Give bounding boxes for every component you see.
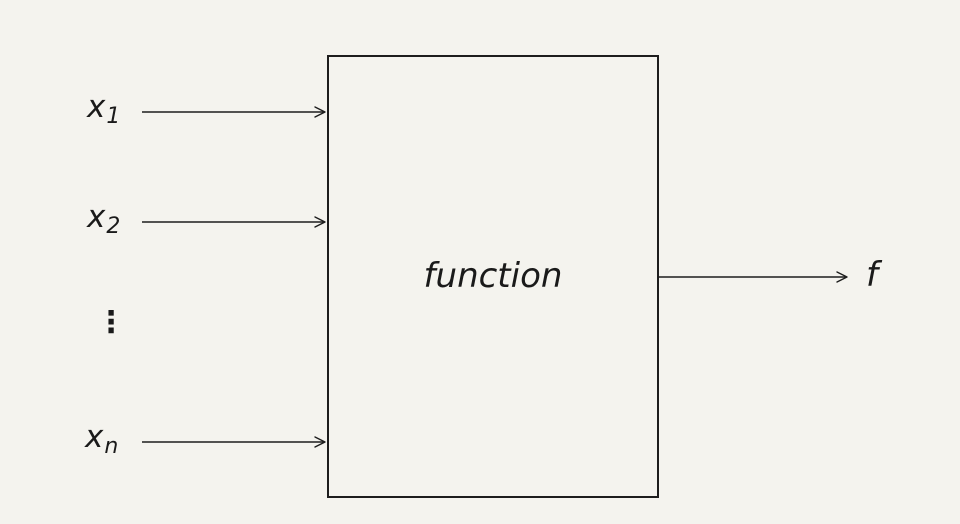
input-label-x2: x2: [87, 199, 120, 238]
input-label-x1-base: x: [87, 89, 106, 125]
input-label-xn-base: x: [85, 419, 104, 455]
function-box-label: function: [423, 256, 563, 296]
input-label-x1-sub: 1: [106, 104, 121, 129]
output-label-f: f: [866, 255, 878, 295]
input-label-x2-sub: 2: [106, 214, 121, 239]
input-label-x1: x1: [87, 89, 120, 128]
input-label-xn-sub: n: [104, 434, 119, 459]
input-label-xn: xn: [85, 419, 118, 458]
vertical-ellipsis: ⋮: [96, 305, 126, 340]
input-label-x2-base: x: [87, 199, 106, 235]
